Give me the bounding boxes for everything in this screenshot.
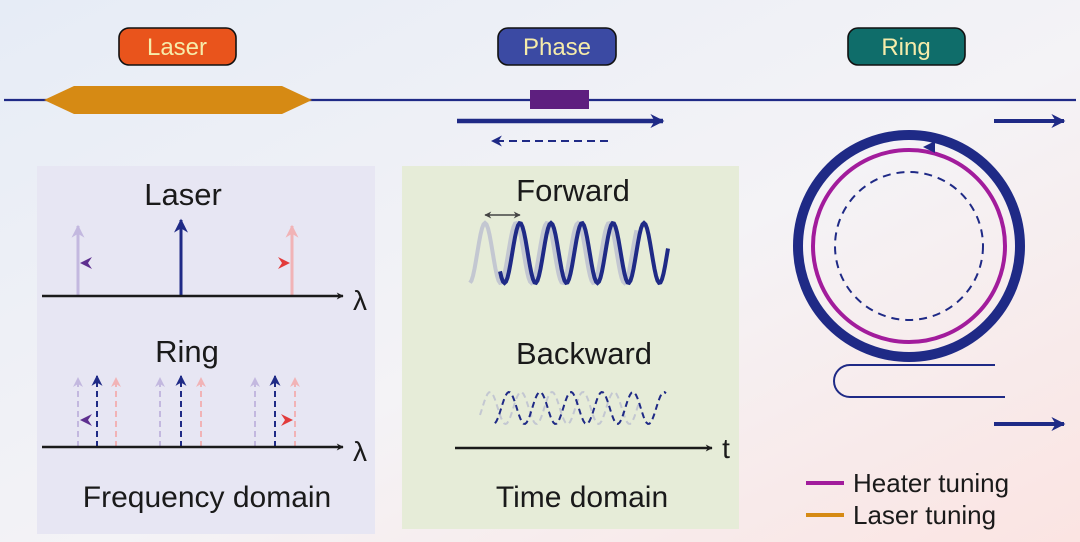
ring-heater: [811, 148, 1007, 344]
time-axis-label: t: [722, 433, 730, 464]
frequency-laser-title: Laser: [144, 177, 222, 212]
ring-pill: Ring: [847, 27, 966, 66]
time-panel-background: [402, 166, 739, 529]
frequency-panel-caption: Frequency domain: [83, 481, 331, 514]
laser-shift-marker-right: [278, 257, 290, 269]
forward-wave: [498, 220, 670, 286]
phase-pill: Phase: [497, 27, 617, 66]
time-panel-caption: Time domain: [496, 481, 668, 514]
drop-waveguide: [833, 364, 1005, 398]
ring-shift-marker-left: [80, 414, 92, 426]
legend-laser-label: Laser tuning: [853, 500, 996, 530]
legend: Heater tuning Laser tuning: [806, 468, 1009, 530]
phase-pill-label: Phase: [523, 34, 591, 61]
laser-pill: Laser: [118, 27, 237, 66]
frequency-panel-background: [37, 166, 375, 534]
time-forward-title: Forward: [516, 173, 630, 208]
ring-resonator: [793, 130, 1025, 362]
time-domain-panel: Forward Backward t Time domain: [402, 166, 739, 529]
frequency-axis-label-bottom: λ: [353, 436, 367, 467]
frequency-domain-panel: Laser λ Ring λ Frequency domain: [37, 166, 375, 534]
legend-heater-label: Heater tuning: [853, 468, 1009, 498]
ring-circulation-arrowhead: [923, 141, 935, 153]
forward-wave-reference: [468, 220, 639, 286]
time-backward-title: Backward: [516, 336, 652, 371]
backward-wave-reference: [479, 390, 640, 426]
phase-shifter: [530, 90, 589, 109]
ring-shift-marker-right: [281, 414, 293, 426]
backward-wave: [494, 390, 667, 426]
laser-shift-marker-left: [80, 257, 92, 269]
frequency-axis-label-top: λ: [353, 285, 367, 316]
laser-pill-label: Laser: [147, 34, 207, 61]
ring-circulating-light: [834, 171, 984, 321]
ring-pill-label: Ring: [881, 34, 930, 61]
laser-gain-section: [44, 86, 312, 114]
frequency-ring-title: Ring: [155, 334, 219, 369]
